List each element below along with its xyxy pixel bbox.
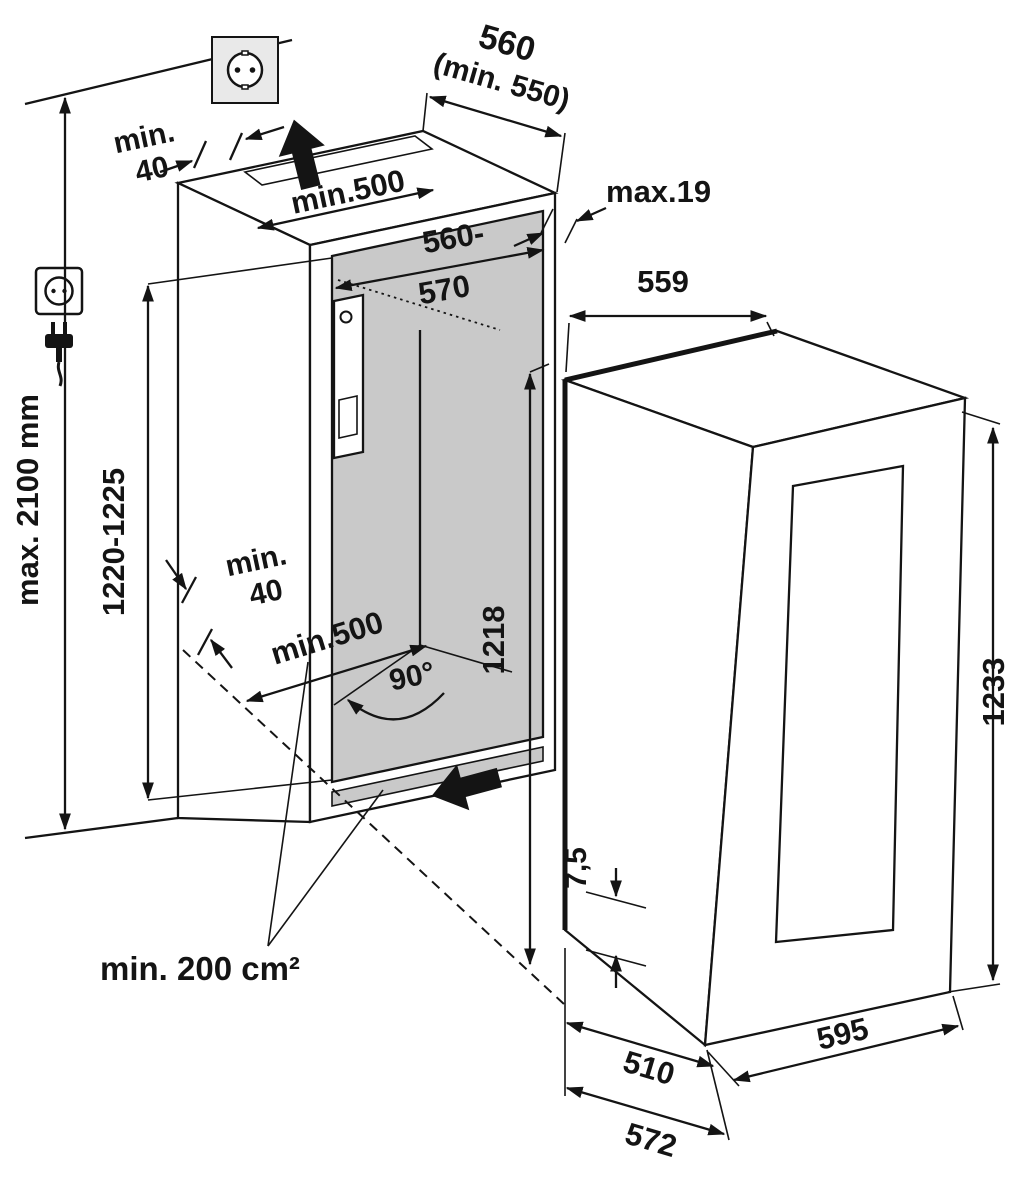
dim-appliance-height: 1233 <box>947 411 1011 993</box>
dim-niche-height: 1220-1225 <box>96 257 333 801</box>
dim-top-clearance: min. 40 <box>110 115 285 189</box>
dim-appliance-niche-height: 1218 <box>476 363 550 966</box>
appliance-side-recess <box>774 464 905 944</box>
niche-interior <box>330 209 545 784</box>
label-ceiling-max-height: max. 2100 mm <box>10 394 45 606</box>
dim-vent-cross-section: min. 200 cm² <box>100 661 384 987</box>
label-top-clearance-min: min. <box>110 115 177 160</box>
dim-appliance-width: 595 <box>707 995 964 1087</box>
niche-top-vent-slot <box>243 135 434 186</box>
label-niche-height: 1220-1225 <box>96 468 131 616</box>
niche-bottom-vent-slot <box>331 746 544 807</box>
floor-line <box>24 816 179 840</box>
floor-projection-dashed-line <box>182 649 566 1006</box>
dim-ceiling-max-height: max. 2100 mm <box>10 96 71 831</box>
niche-floor-edge-right <box>419 644 513 673</box>
label-vent-cross-section: min. 200 cm² <box>100 950 300 987</box>
dim-appliance-top-width: 559 <box>565 264 775 373</box>
dim-bottom-gap: 7,5 <box>560 847 647 988</box>
label-bottom-clearance-value: 40 <box>246 573 286 612</box>
power-socket-icon <box>211 36 279 104</box>
label-depth-without-door: 510 <box>619 1044 679 1092</box>
dim-bottom-clearance: min. 40 <box>165 538 290 669</box>
niche-cabinet <box>174 129 559 824</box>
label-front-overlay: max.19 <box>606 174 711 209</box>
niche-side-panel <box>176 181 312 824</box>
appliance-door-top-edge <box>564 328 778 383</box>
label-appliance-niche-height: 1218 <box>476 606 511 675</box>
insertion-arrow-icon <box>431 764 502 811</box>
label-appliance-top-width: 559 <box>637 264 689 299</box>
label-total-depth: 572 <box>621 1116 681 1164</box>
dim-front-overlay: max.19 <box>513 174 711 248</box>
label-top-clearance-value: 40 <box>132 150 172 189</box>
dim-total-depth: 572 <box>565 1086 726 1164</box>
label-bottom-gap: 7,5 <box>560 847 593 889</box>
plug-icon <box>34 266 84 387</box>
label-appliance-height: 1233 <box>976 658 1011 727</box>
up-arrow-icon <box>278 119 325 190</box>
hinge-mounting-plate <box>332 293 365 460</box>
appliance <box>560 328 970 1048</box>
